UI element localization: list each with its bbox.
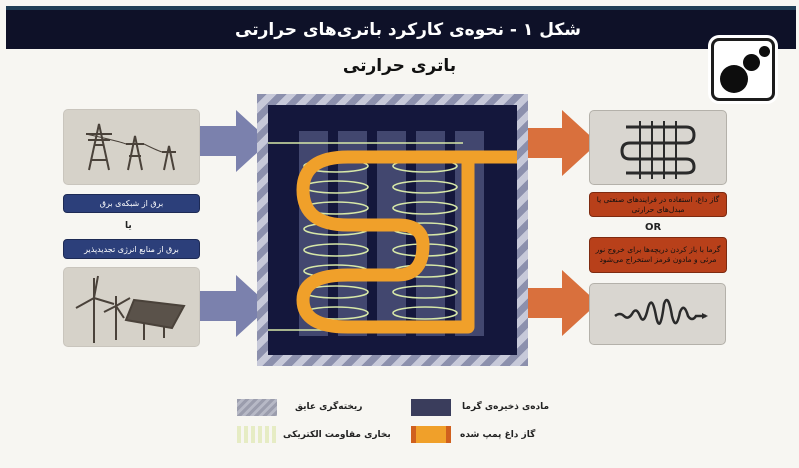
input-arrow-top — [200, 110, 270, 172]
wind-solar-icon — [75, 275, 186, 343]
legend-swatch-storage — [411, 399, 451, 416]
heater-and-pipe-icon — [268, 142, 517, 334]
transmission-towers-icon — [85, 123, 176, 171]
legend-swatch-pumped-gas — [411, 426, 451, 443]
heat-storage-material — [268, 105, 517, 355]
renewable-power-panel — [63, 267, 200, 347]
output-arrow-bottom — [528, 270, 598, 336]
thermal-battery — [257, 94, 528, 366]
legend-label-insulation: ریخته‌گری عایق — [295, 402, 363, 412]
figure-title: شکل ۱ - نحوه‌ی کارکرد باتری‌های حرارتی — [235, 20, 581, 40]
heat-output-panel — [589, 110, 727, 185]
legend-swatch-insulation — [237, 399, 277, 416]
logo-icon — [711, 38, 775, 101]
header-band: شکل ۱ - نحوه‌ی کارکرد باتری‌های حرارتی — [6, 6, 796, 49]
legend-label-pumped-gas: گاز داغ پمپ شده — [460, 430, 536, 440]
legend-swatch-heater — [237, 426, 277, 443]
or-connector: یا — [125, 221, 132, 231]
light-output-label: گرما با باز کردن دریچه‌ها برای خروج نور … — [589, 237, 727, 273]
grid-power-panel — [63, 109, 200, 185]
radiation-output-panel — [589, 283, 726, 345]
diagram-subtitle: باتری حرارتی — [342, 56, 457, 76]
input-arrow-bottom — [200, 275, 270, 337]
renewable-power-label: برق از منابع انرژی تجدیدپذیر — [63, 239, 200, 259]
heat-exchanger-icon — [620, 121, 696, 179]
or-separator: OR — [645, 222, 662, 233]
grid-power-label: برق از شبکه‌ی برق — [63, 194, 200, 213]
output-arrow-top — [528, 110, 598, 176]
hot-gas-output-label: گاز داغ، استفاده در فرایندهای صنعتی یا م… — [589, 192, 727, 217]
legend-label-heater: بخاری مقاومت الکتریکی — [283, 430, 391, 440]
legend-label-storage: ماده‌ی ذخیره‌ی گرما — [462, 402, 550, 412]
waveform-icon — [614, 298, 708, 325]
